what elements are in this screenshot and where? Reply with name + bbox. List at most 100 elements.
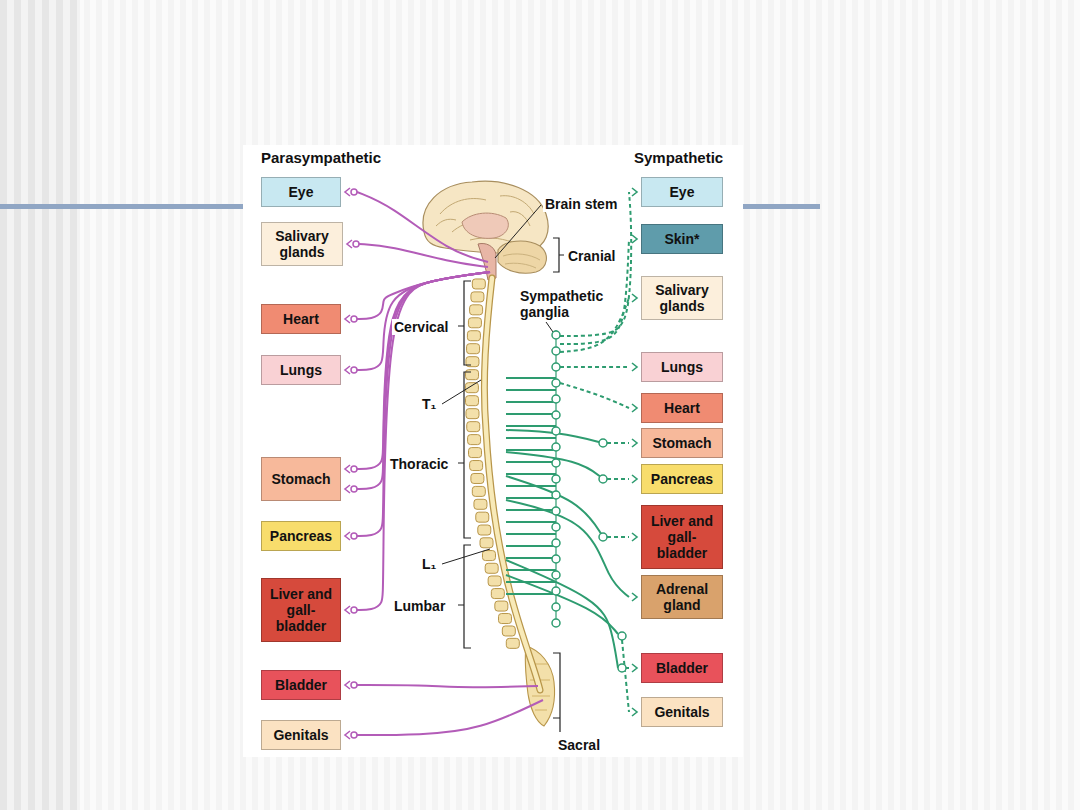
organ-box: Bladder [261, 670, 341, 700]
ganglion [552, 603, 560, 611]
nerve-ending [345, 606, 350, 614]
vertebra [482, 551, 495, 561]
preganglionic-fiber [506, 497, 556, 499]
preganglionic-fiber [506, 560, 618, 668]
ganglion [552, 587, 560, 595]
organ-name: Lungs [661, 359, 703, 375]
part-label: Sympathetic ganglia [518, 288, 614, 320]
vagus-nerve [357, 272, 490, 536]
vagus-nerve [357, 272, 490, 370]
vagus-nerve [357, 272, 490, 489]
pelvic-nerve [357, 700, 543, 735]
vertebra [466, 370, 479, 380]
organ-box: Pancreas [261, 521, 341, 551]
vertebra [466, 409, 479, 419]
organ-name: Eye [670, 184, 695, 200]
postganglionic-fiber [560, 366, 629, 368]
nerve-ending [345, 366, 350, 374]
organ-box: Liver and gall-bladder [261, 578, 341, 642]
organ-box: Salivary glands [641, 276, 723, 320]
nerve-ending [353, 241, 359, 247]
nerve-ending [351, 486, 357, 492]
vagus-nerve [357, 272, 490, 610]
organ-name: Heart [664, 400, 700, 416]
organ-box: Salivary glands [261, 222, 343, 266]
ganglion [552, 347, 560, 355]
brain [423, 181, 548, 280]
organ-box: Adrenal gland [641, 575, 723, 619]
organ-name: Salivary glands [266, 228, 338, 260]
vertebra [470, 305, 483, 315]
vertebra [498, 614, 511, 624]
organ-box: Stomach [261, 457, 341, 501]
organ-name: Bladder [656, 660, 708, 676]
nerve-ending [345, 532, 350, 540]
region-label: Thoracic [388, 456, 450, 472]
preganglionic-fiber [506, 533, 556, 535]
region-label: Lumbar [392, 598, 447, 614]
organ-name: Pancreas [270, 528, 332, 544]
vertebra [466, 396, 479, 406]
organ-name: Pancreas [651, 471, 713, 487]
vagus-nerve [357, 272, 490, 319]
ganglion [552, 363, 560, 371]
organ-name: Eye [289, 184, 314, 200]
ganglion [599, 533, 607, 541]
ganglion [599, 475, 607, 483]
vertebra [467, 344, 480, 354]
ganglion [618, 664, 626, 672]
ganglion [552, 555, 560, 563]
nerve-ending [347, 240, 352, 248]
nerve-ending [351, 533, 357, 539]
ganglion [599, 439, 607, 447]
organ-box: Eye [261, 177, 341, 207]
preganglionic-fiber [506, 389, 556, 391]
vertebra [476, 512, 489, 522]
preganglionic-fiber [506, 581, 556, 583]
nerve-ending [632, 188, 637, 196]
organ-box: Stomach [641, 428, 723, 458]
organ-name: Lungs [280, 362, 322, 378]
organ-box: Genitals [641, 697, 723, 727]
nerve-ending [351, 466, 357, 472]
preganglionic-fiber [506, 401, 556, 403]
vertebra [478, 525, 491, 535]
nerve-ending [632, 708, 637, 716]
organ-name: Adrenal gland [646, 581, 718, 613]
ganglion [552, 491, 560, 499]
vertebra [472, 279, 485, 289]
vertebra [506, 638, 519, 648]
organ-box: Pancreas [641, 464, 723, 494]
vertebra [485, 563, 498, 573]
organ-box: Heart [261, 304, 341, 334]
nerve-ending [351, 316, 357, 322]
organ-name: Stomach [271, 471, 330, 487]
organ-name: Heart [283, 311, 319, 327]
preganglionic-fiber [506, 437, 556, 439]
nerve-ending [345, 188, 350, 196]
nerve-ending [351, 682, 357, 688]
nerve-ending [632, 294, 637, 302]
part-label: Brain stem [543, 196, 619, 212]
ganglion [552, 427, 560, 435]
organ-box: Heart [641, 393, 723, 423]
preganglionic-fiber [506, 473, 556, 475]
vertebra [470, 461, 483, 471]
nerve-ending [632, 475, 637, 483]
region-label: Cranial [566, 248, 617, 264]
organ-name: Liver and gall-bladder [646, 513, 718, 561]
vertebra [468, 435, 481, 445]
ganglion [552, 507, 560, 515]
organ-box: Bladder [641, 653, 723, 683]
side-heading: Sympathetic [632, 150, 725, 166]
preganglionic-fiber [506, 413, 556, 415]
preganglionic-fiber [506, 593, 556, 595]
vertebra-label: T₁ [420, 396, 438, 412]
organ-box: Skin* [641, 224, 723, 254]
nerve-ending [351, 367, 357, 373]
vertebra [467, 331, 480, 341]
nerve-ending [351, 607, 357, 613]
postganglionic-fiber [607, 442, 629, 444]
vertebra [468, 318, 481, 328]
nerve-ending [351, 189, 357, 195]
